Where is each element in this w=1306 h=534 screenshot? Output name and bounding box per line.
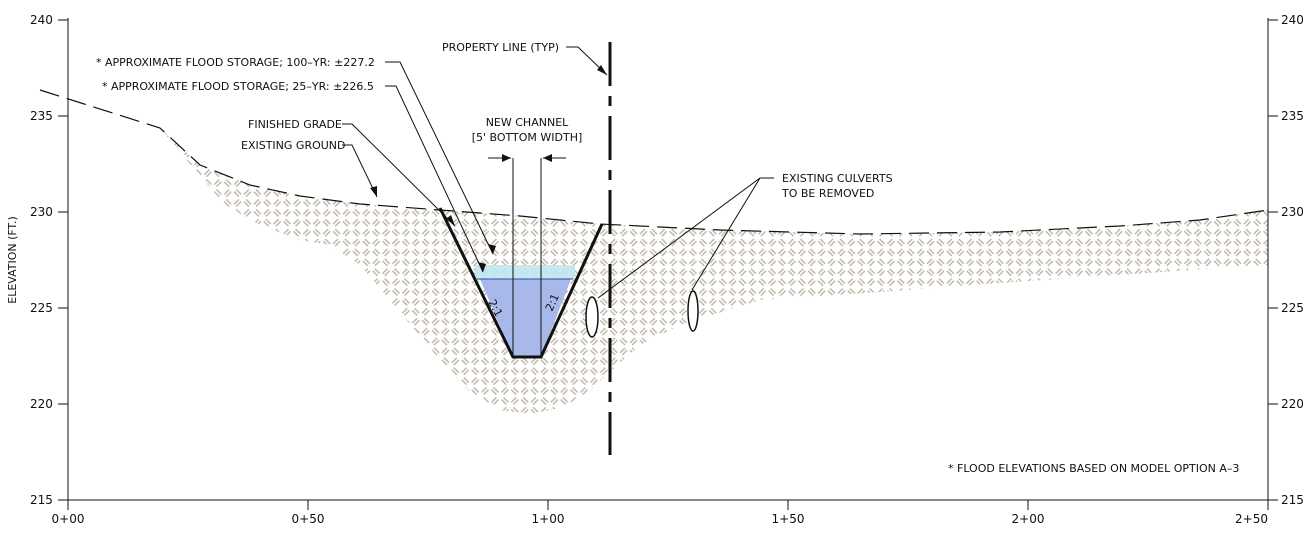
new-channel-callout-line2: [5' BOTTOM WIDTH] (472, 131, 583, 144)
y-tick-right-240: 240 (1281, 13, 1304, 27)
finished-grade-callout: FINISHED GRADE (248, 118, 342, 131)
y-tick-left-220: 220 (30, 397, 53, 411)
new-channel-callout-line1: NEW CHANNEL (486, 116, 569, 129)
y-tick-right-235: 235 (1281, 109, 1304, 123)
y-tick-left-240: 240 (30, 13, 53, 27)
y-tick-right-225: 225 (1281, 301, 1304, 315)
flood-100yr-band (475, 265, 575, 279)
x-tick-150: 1+50 (772, 512, 805, 526)
culvert-1 (585, 296, 599, 338)
leader-lines (342, 46, 774, 358)
footnote: * FLOOD ELEVATIONS BASED ON MODEL OPTION… (948, 462, 1239, 475)
flood-25yr-water (480, 279, 571, 357)
x-tick-100: 1+00 (532, 512, 565, 526)
y-tick-right-215: 215 (1281, 493, 1304, 507)
x-tick-50: 0+50 (292, 512, 325, 526)
culverts-callout-line2: TO BE REMOVED (781, 187, 874, 200)
y-tick-right-220: 220 (1281, 397, 1304, 411)
culverts-callout-line1: EXISTING CULVERTS (782, 172, 893, 185)
y-axis-label: ELEVATION (FT.) (6, 216, 19, 304)
flood-100yr-callout: * APPROXIMATE FLOOD STORAGE; 100–YR: ±22… (96, 56, 375, 69)
finished-grade-line (438, 207, 604, 359)
y-tick-left-230: 230 (30, 205, 53, 219)
existing-ground-line (39, 89, 1269, 235)
existing-ground-callout: EXISTING GROUND (241, 139, 346, 152)
y-tick-left-235: 235 (30, 109, 53, 123)
y-ticks-right (1268, 19, 1278, 501)
x-tick-250: 2+50 (1235, 512, 1268, 526)
ground-hatch (160, 128, 1268, 414)
property-line-callout: PROPERTY LINE (TYP) (442, 41, 559, 54)
flood-25yr-callout: * APPROXIMATE FLOOD STORAGE; 25–YR: ±226… (102, 80, 374, 93)
y-tick-right-230: 230 (1281, 205, 1304, 219)
culvert-2 (687, 290, 699, 332)
x-tick-200: 2+00 (1012, 512, 1045, 526)
x-tick-0: 0+00 (52, 512, 85, 526)
x-ticks (67, 500, 1269, 510)
y-tick-left-225: 225 (30, 301, 53, 315)
y-ticks-left (58, 19, 68, 501)
y-tick-left-215: 215 (30, 493, 53, 507)
